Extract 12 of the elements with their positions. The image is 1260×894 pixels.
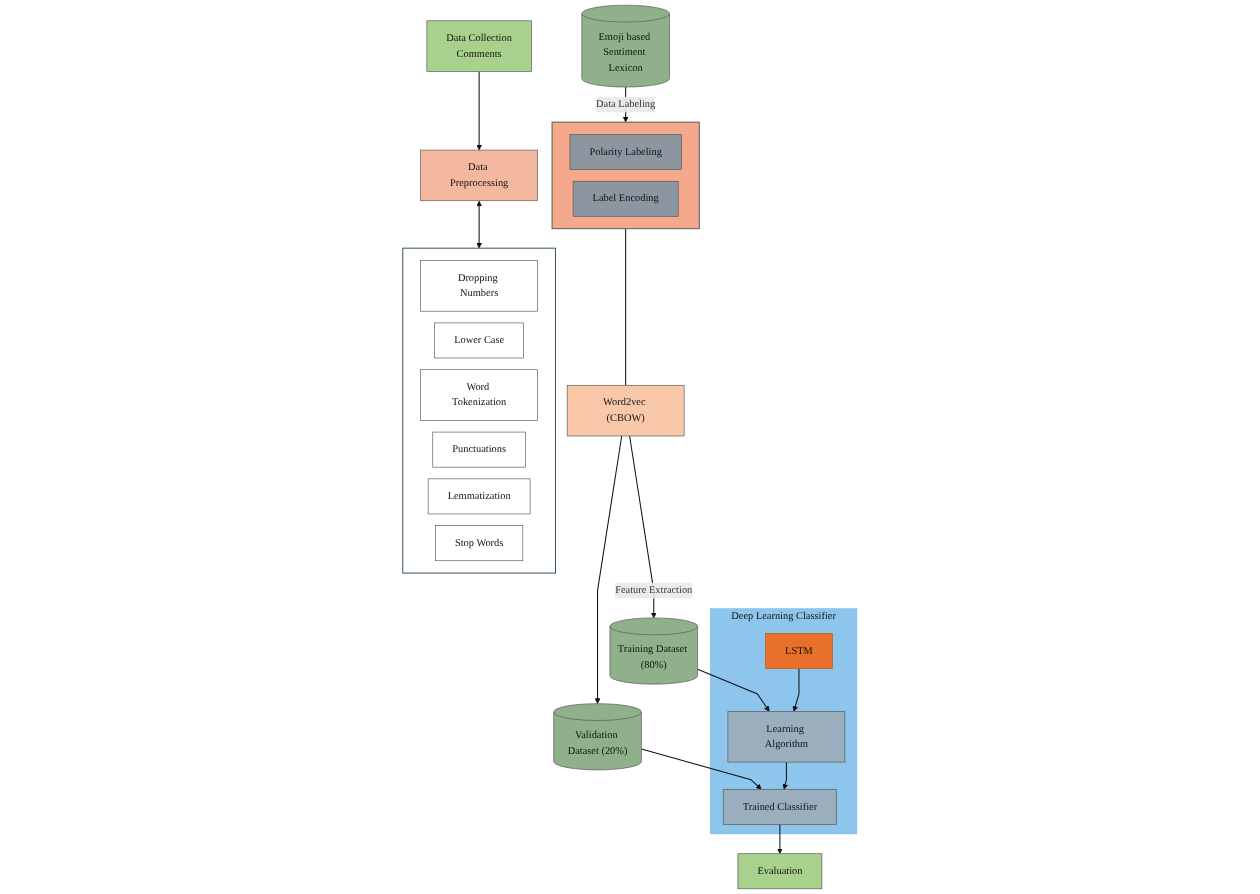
arrow bbox=[792, 668, 800, 712]
arrow bbox=[476, 200, 482, 249]
cluster bbox=[402, 247, 556, 574]
cluster bbox=[551, 121, 700, 230]
arrow bbox=[777, 823, 783, 854]
arrow bbox=[640, 748, 762, 790]
arrow bbox=[782, 761, 789, 790]
connector bbox=[625, 228, 627, 386]
arrow bbox=[594, 435, 623, 704]
arrow bbox=[697, 668, 770, 712]
arrow bbox=[629, 435, 657, 619]
arrow bbox=[476, 70, 482, 151]
